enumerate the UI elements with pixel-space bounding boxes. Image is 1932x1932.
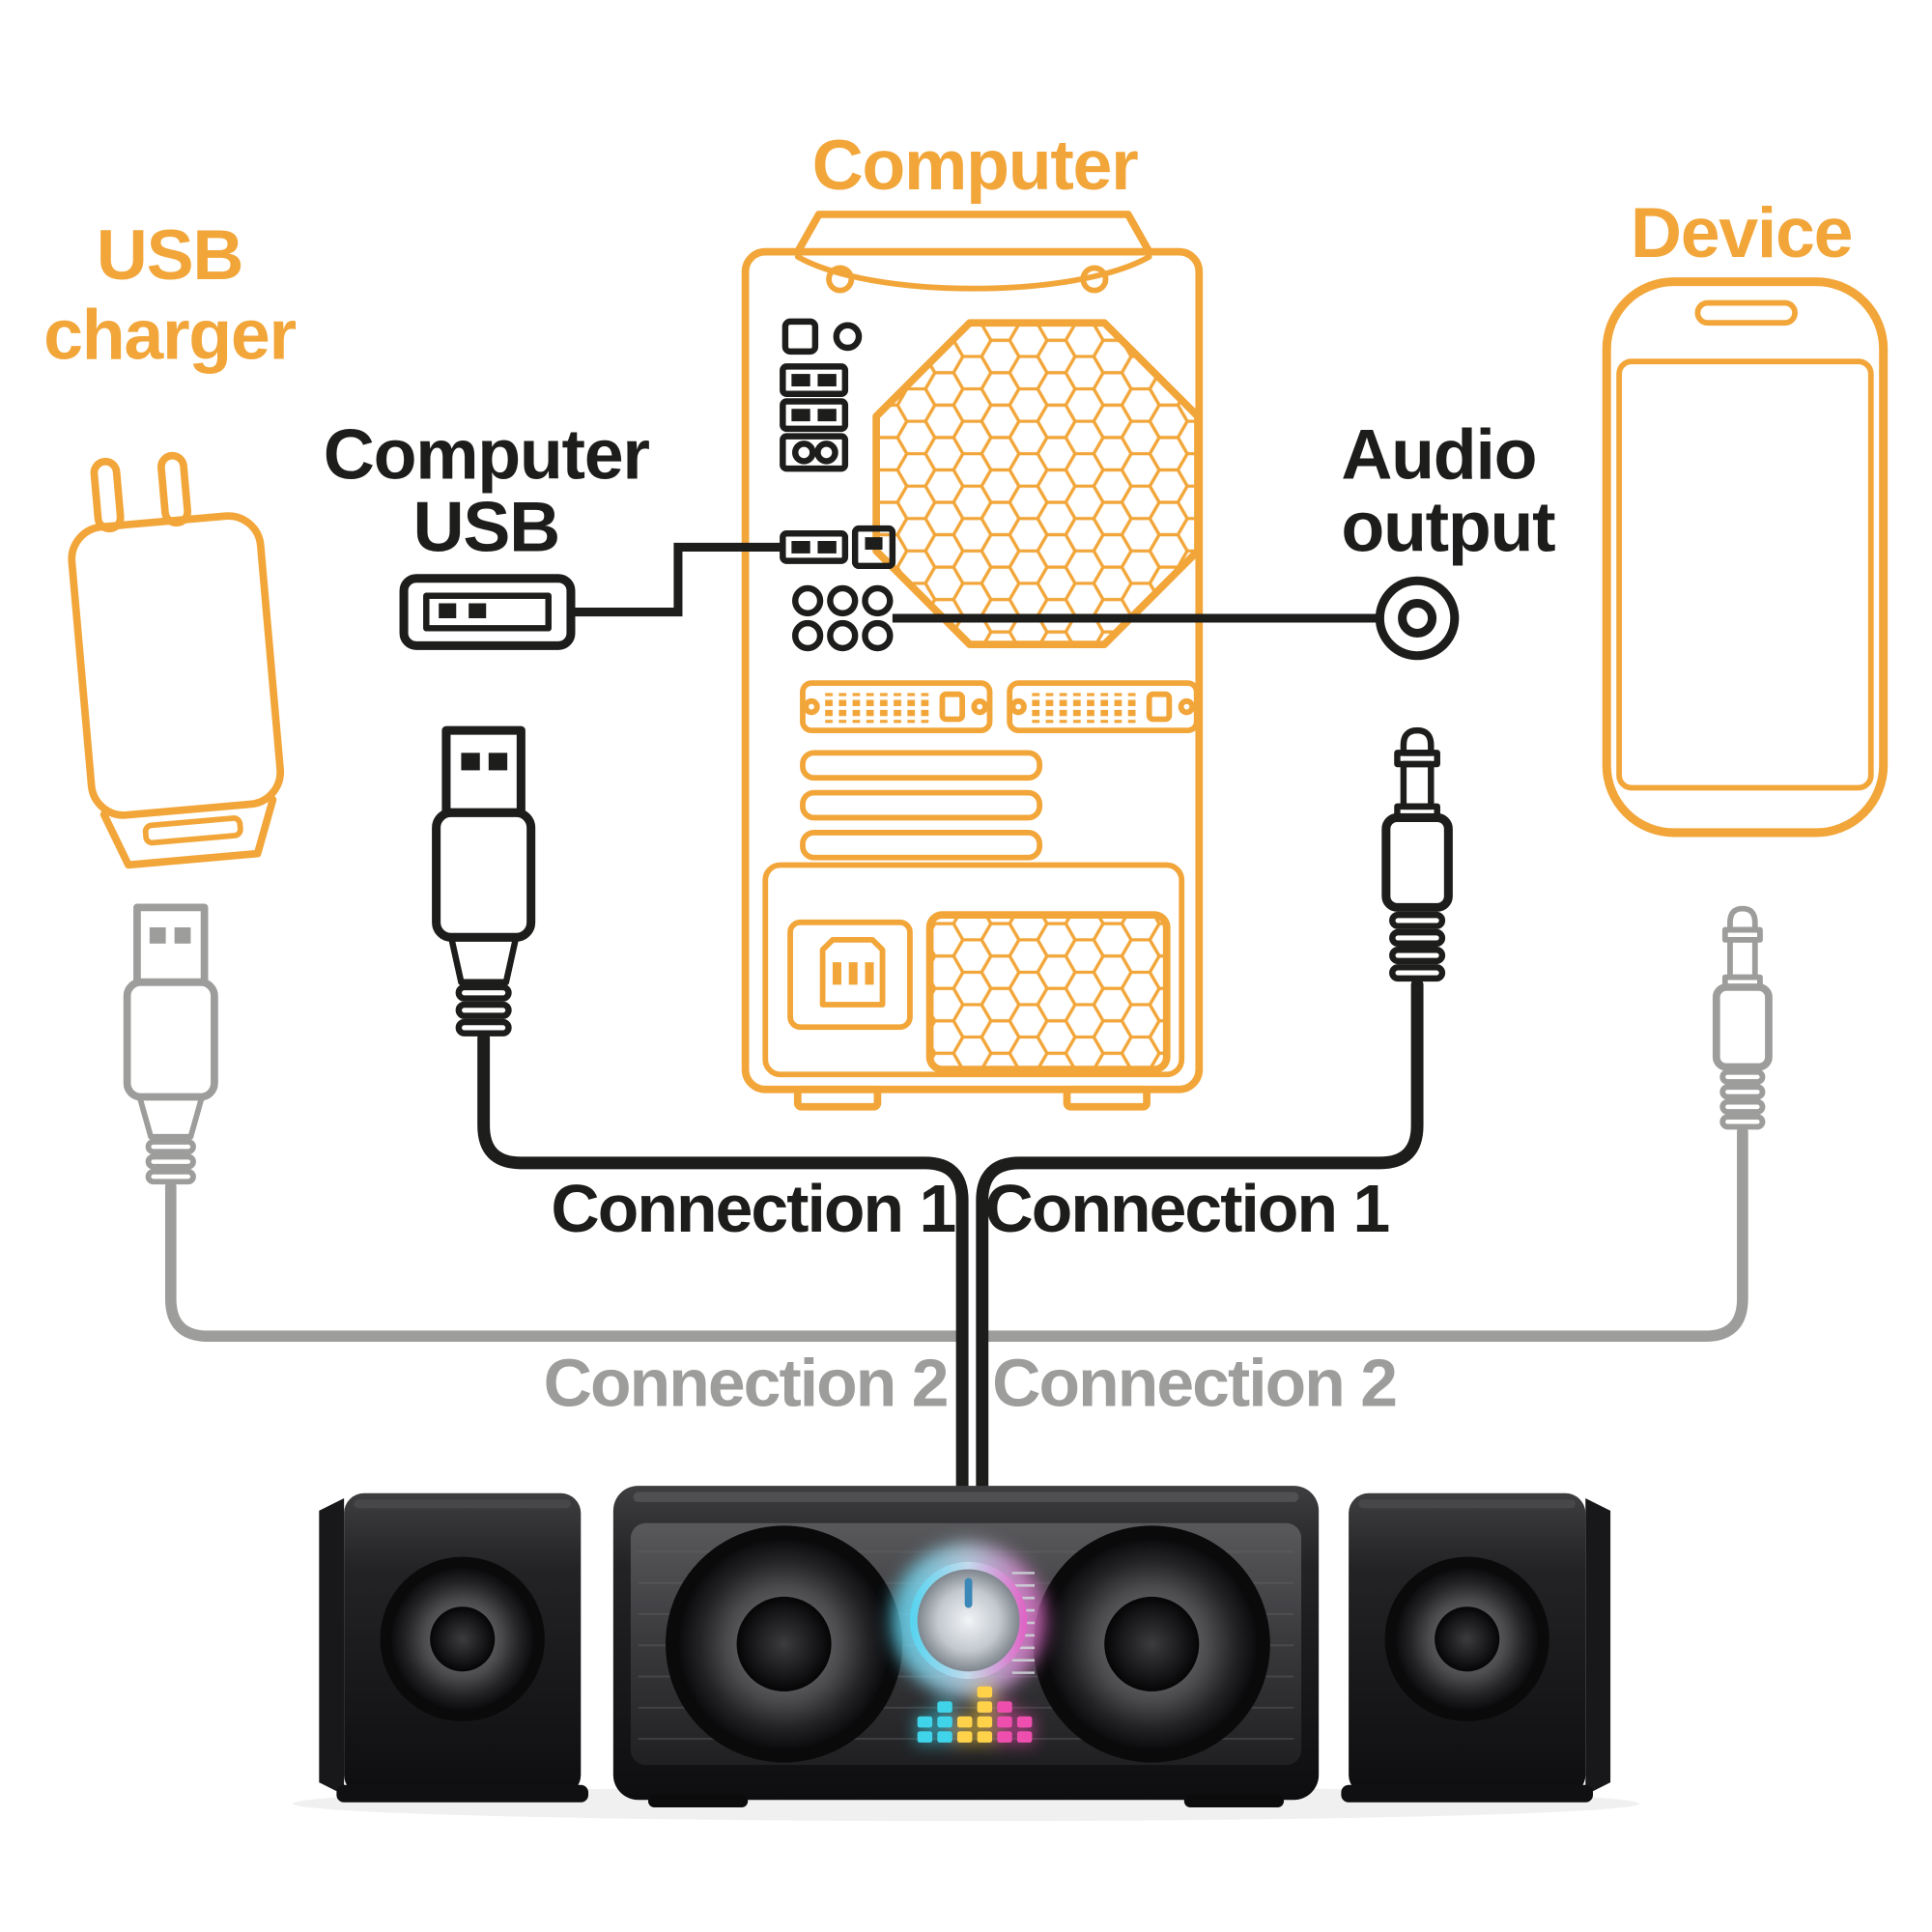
label-connection1-left: Connection 1 [551,1171,954,1246]
soundbar-speaker [612,1486,1320,1807]
soundbar-foot [1183,1795,1285,1807]
plug-prong [156,451,192,527]
dvi-port-icon [1009,683,1197,730]
label-connection2-left: Connection 2 [544,1345,948,1420]
label-connection1-right: Connection 1 [984,1171,1388,1246]
cable-aux-black [976,978,1424,1502]
left-satellite-speaker [319,1492,589,1803]
device-phone-icon [1602,277,1889,838]
label-computer: Computer [812,125,1139,205]
cable-usb-black [477,1032,969,1502]
screw-icon [826,265,855,294]
usb-plug-gray-icon [123,903,218,1185]
charger-usb-slot [142,815,243,846]
plug-prong [90,457,125,533]
lan-port-icon [851,525,896,570]
label-usb-charger-line1: USB [97,214,242,295]
computer-tower-icon [741,211,1204,1111]
tower-foot [1063,1085,1151,1111]
phone-screen [1616,358,1874,791]
cable-aux-gray [976,1125,1748,1343]
audio-output-icon [1375,576,1460,661]
label-connection2-right: Connection 2 [992,1345,1396,1420]
computer-usb-connector-line [570,542,781,617]
screw-icon [1080,265,1109,294]
usb-plug-black-icon [432,725,536,1037]
label-audio-output-line2: output [1341,486,1555,566]
expansion-slot [800,830,1043,861]
label-computer-usb-line2: USB [413,486,559,566]
audio-jacks-icon [792,584,894,652]
cable-usb-gray [164,1180,968,1343]
phone-earpiece [1694,299,1798,327]
fan-grille-icon [872,319,1202,648]
io-ports-icon [780,318,896,652]
tower-foot [793,1085,882,1111]
label-computer-usb-line1: Computer [324,413,650,494]
psu-section [762,862,1185,1078]
dvi-port-icon [803,683,990,730]
label-device: Device [1631,192,1852,272]
label-audio-output-line1: Audio [1341,413,1536,494]
label-usb-charger-line2: charger [43,295,296,375]
expansion-slot [800,789,1043,821]
knob-indicator [964,1577,973,1608]
computer-usb-rear-port [780,530,849,564]
usb-charger-icon [68,451,285,869]
aux-plug-black-icon [1381,726,1453,982]
aux-plug-gray-icon [1712,905,1773,1130]
computer-usb-port-icon [399,574,576,650]
expansion-slot [800,750,1043,781]
power-inlet-icon [787,919,913,1031]
soundbar-foot [647,1795,749,1807]
psu-grille-icon [925,911,1171,1073]
right-satellite-speaker [1341,1492,1611,1803]
